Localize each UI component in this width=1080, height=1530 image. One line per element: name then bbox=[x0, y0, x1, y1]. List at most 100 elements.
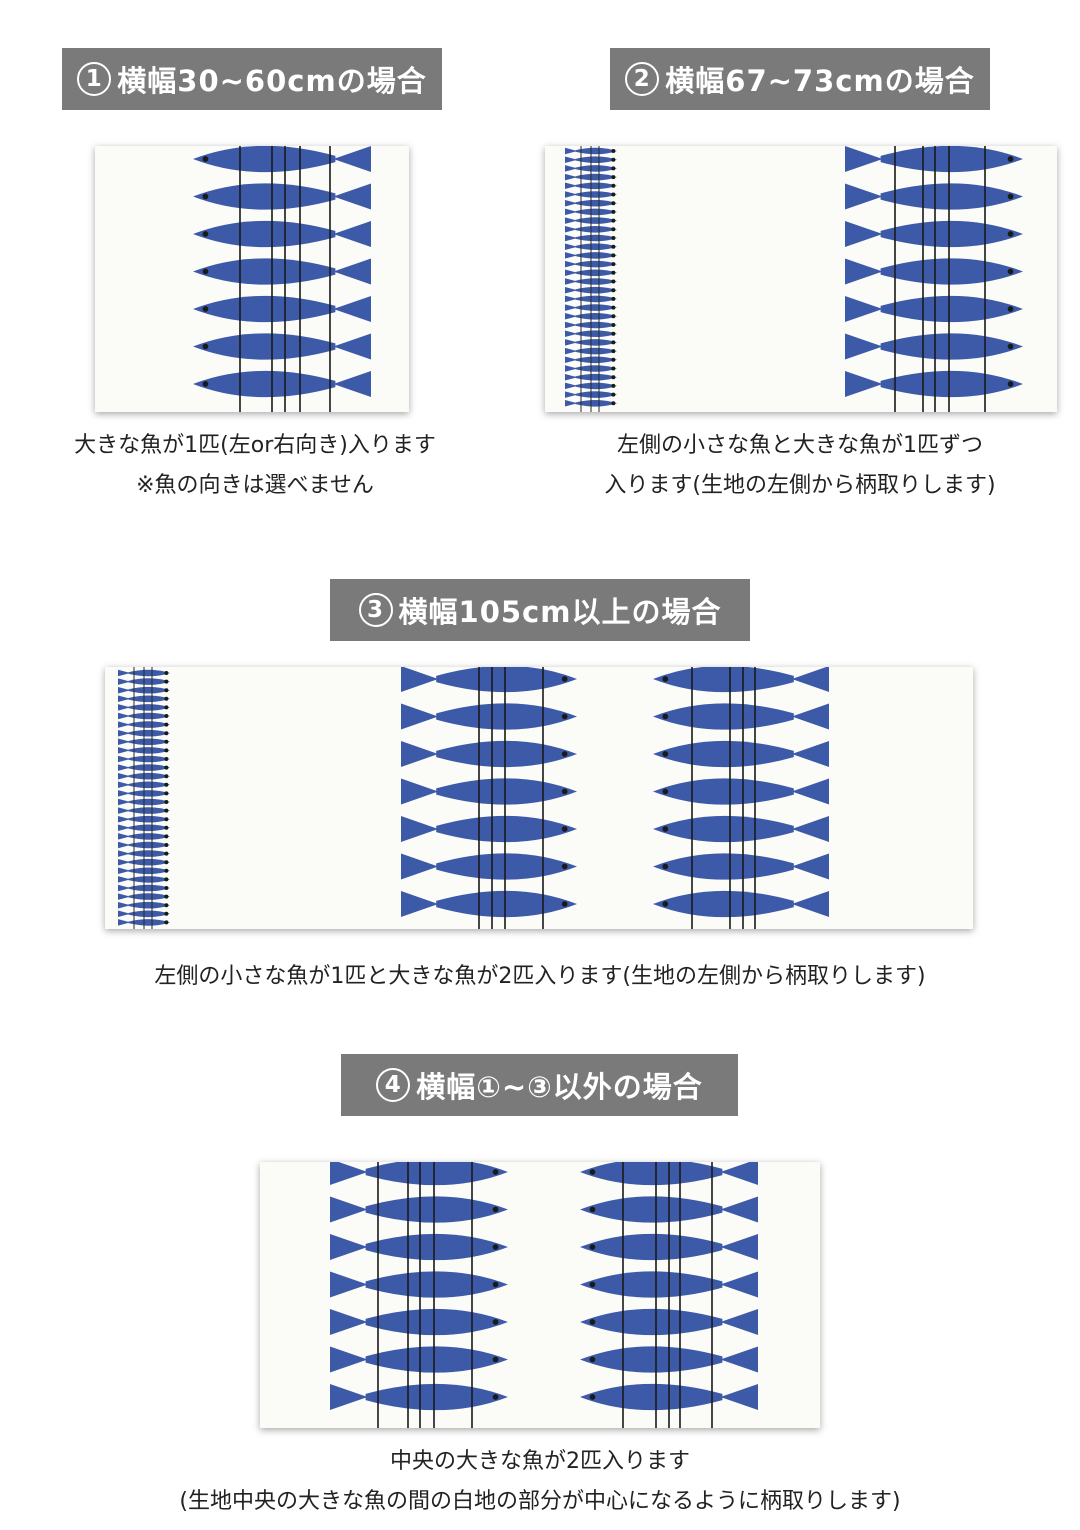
fish-icon bbox=[330, 1308, 508, 1336]
fish-icon bbox=[845, 258, 1023, 285]
fish-icon bbox=[330, 1233, 508, 1261]
fish-icon bbox=[565, 304, 617, 311]
section-2-caption-line-2: 入ります(生地の左側から柄取りします) bbox=[604, 473, 996, 498]
fish-icon bbox=[401, 740, 577, 768]
fish-icon bbox=[580, 1346, 758, 1373]
fish-icon bbox=[193, 333, 371, 360]
fish-icon bbox=[565, 173, 617, 181]
fabric-pattern-3 bbox=[118, 667, 829, 929]
fish-icon bbox=[565, 278, 617, 285]
fish-icon bbox=[118, 919, 170, 926]
section-2-title: 横幅67~73cmの場合 bbox=[665, 64, 975, 98]
fish-icon bbox=[565, 313, 617, 320]
section-1-caption: 大きな魚が1匹(左or右向き)入ります ※魚の向きは選べません bbox=[20, 426, 490, 506]
fish-icon bbox=[845, 333, 1023, 360]
fish-icon bbox=[193, 146, 371, 173]
section-2-caption-line-1: 左側の小さな魚と大きな魚が1匹ずつ bbox=[617, 433, 983, 458]
fish-icon bbox=[580, 1308, 758, 1336]
fish-icon bbox=[118, 738, 170, 746]
fish-icon bbox=[565, 252, 617, 259]
fish-icon bbox=[565, 208, 617, 216]
section-4-caption: 中央の大きな魚が2匹入ります (生地中央の大きな魚の間の白地の部分が中心になるよ… bbox=[40, 1442, 1040, 1522]
section-4-caption-line-1: 中央の大きな魚が2匹入ります bbox=[390, 1449, 690, 1474]
fish-icon bbox=[193, 220, 371, 248]
fish-icon bbox=[565, 260, 617, 268]
fish-icon bbox=[118, 884, 170, 892]
fabric-sample-2 bbox=[545, 146, 1057, 412]
fish-icon bbox=[580, 1233, 758, 1261]
fish-icon bbox=[118, 910, 170, 918]
fish-icon bbox=[118, 798, 170, 806]
section-2-caption: 左側の小さな魚と大きな魚が1匹ずつ 入ります(生地の左側から柄取りします) bbox=[540, 426, 1060, 506]
fish-icon bbox=[118, 686, 170, 694]
fish-icon bbox=[118, 901, 170, 909]
fish-icon bbox=[118, 815, 170, 823]
fish-icon bbox=[845, 146, 1023, 173]
fish-icon bbox=[330, 1346, 508, 1373]
fish-icon bbox=[118, 833, 170, 840]
fabric-pattern-4 bbox=[330, 1162, 758, 1428]
section-4-title: 横幅①~③以外の場合 bbox=[416, 1070, 703, 1104]
fish-icon bbox=[565, 330, 617, 337]
section-1-caption-line-1: 大きな魚が1匹(左or右向き)入ります bbox=[74, 433, 436, 458]
fish-icon bbox=[580, 1383, 758, 1411]
section-1-label: 1 横幅30~60cmの場合 bbox=[62, 48, 442, 110]
fish-icon bbox=[565, 226, 617, 233]
fish-icon bbox=[118, 807, 170, 814]
fish-icon bbox=[653, 815, 829, 843]
fish-icon bbox=[193, 183, 371, 210]
section-4-caption-line-2: (生地中央の大きな魚の間の白地の部分が中心になるように柄取りします) bbox=[179, 1489, 901, 1514]
fish-icon bbox=[118, 876, 170, 883]
fish-icon bbox=[118, 704, 170, 711]
fish-icon bbox=[565, 165, 617, 172]
fish-icon bbox=[118, 824, 170, 832]
fish-icon bbox=[193, 370, 371, 398]
fabric-sample-3 bbox=[105, 667, 973, 929]
fish-icon bbox=[118, 772, 170, 780]
fish-icon bbox=[565, 234, 617, 242]
fish-icon bbox=[565, 286, 617, 294]
fish-icon bbox=[118, 695, 170, 703]
fish-icon bbox=[330, 1271, 508, 1298]
fish-icon bbox=[845, 370, 1023, 398]
fish-icon bbox=[401, 778, 577, 805]
fish-icon bbox=[653, 778, 829, 805]
fabric-pattern-1 bbox=[193, 146, 371, 412]
fish-icon bbox=[118, 721, 170, 728]
fish-icon bbox=[653, 740, 829, 768]
fish-icon bbox=[401, 853, 577, 880]
fish-icon bbox=[653, 853, 829, 880]
fish-icon bbox=[193, 258, 371, 285]
fish-icon bbox=[118, 764, 170, 771]
fish-icon bbox=[193, 295, 371, 323]
fish-icon bbox=[401, 667, 577, 693]
fish-icon bbox=[565, 156, 617, 163]
fish-icon bbox=[118, 669, 170, 677]
fish-icon bbox=[565, 295, 617, 303]
fish-icon bbox=[118, 790, 170, 797]
section-4-label: 4 横幅①~③以外の場合 bbox=[341, 1054, 738, 1116]
fish-icon bbox=[580, 1162, 758, 1186]
fish-icon bbox=[565, 339, 617, 346]
fish-icon bbox=[118, 781, 170, 789]
fish-icon bbox=[118, 678, 170, 685]
section-1-title: 横幅30~60cmの場合 bbox=[117, 64, 427, 98]
fish-icon bbox=[565, 217, 617, 224]
fabric-sample-1 bbox=[95, 146, 409, 412]
fish-icon bbox=[565, 147, 617, 155]
fabric-sample-4 bbox=[260, 1162, 820, 1428]
fish-icon bbox=[580, 1271, 758, 1298]
fish-icon bbox=[401, 703, 577, 730]
fish-icon bbox=[580, 1196, 758, 1223]
fish-icon bbox=[565, 182, 617, 190]
fabric-pattern-2 bbox=[565, 146, 1023, 412]
fish-icon bbox=[565, 391, 617, 398]
fish-icon bbox=[565, 382, 617, 390]
section-3-label: 3 横幅105cm以上の場合 bbox=[330, 579, 750, 641]
section-4-number: 4 bbox=[376, 1068, 411, 1102]
fish-icon bbox=[330, 1383, 508, 1411]
fish-icon bbox=[845, 295, 1023, 323]
fish-icon bbox=[565, 356, 617, 364]
section-3-title: 横幅105cm以上の場合 bbox=[398, 595, 722, 629]
section-1-number: 1 bbox=[77, 62, 112, 96]
